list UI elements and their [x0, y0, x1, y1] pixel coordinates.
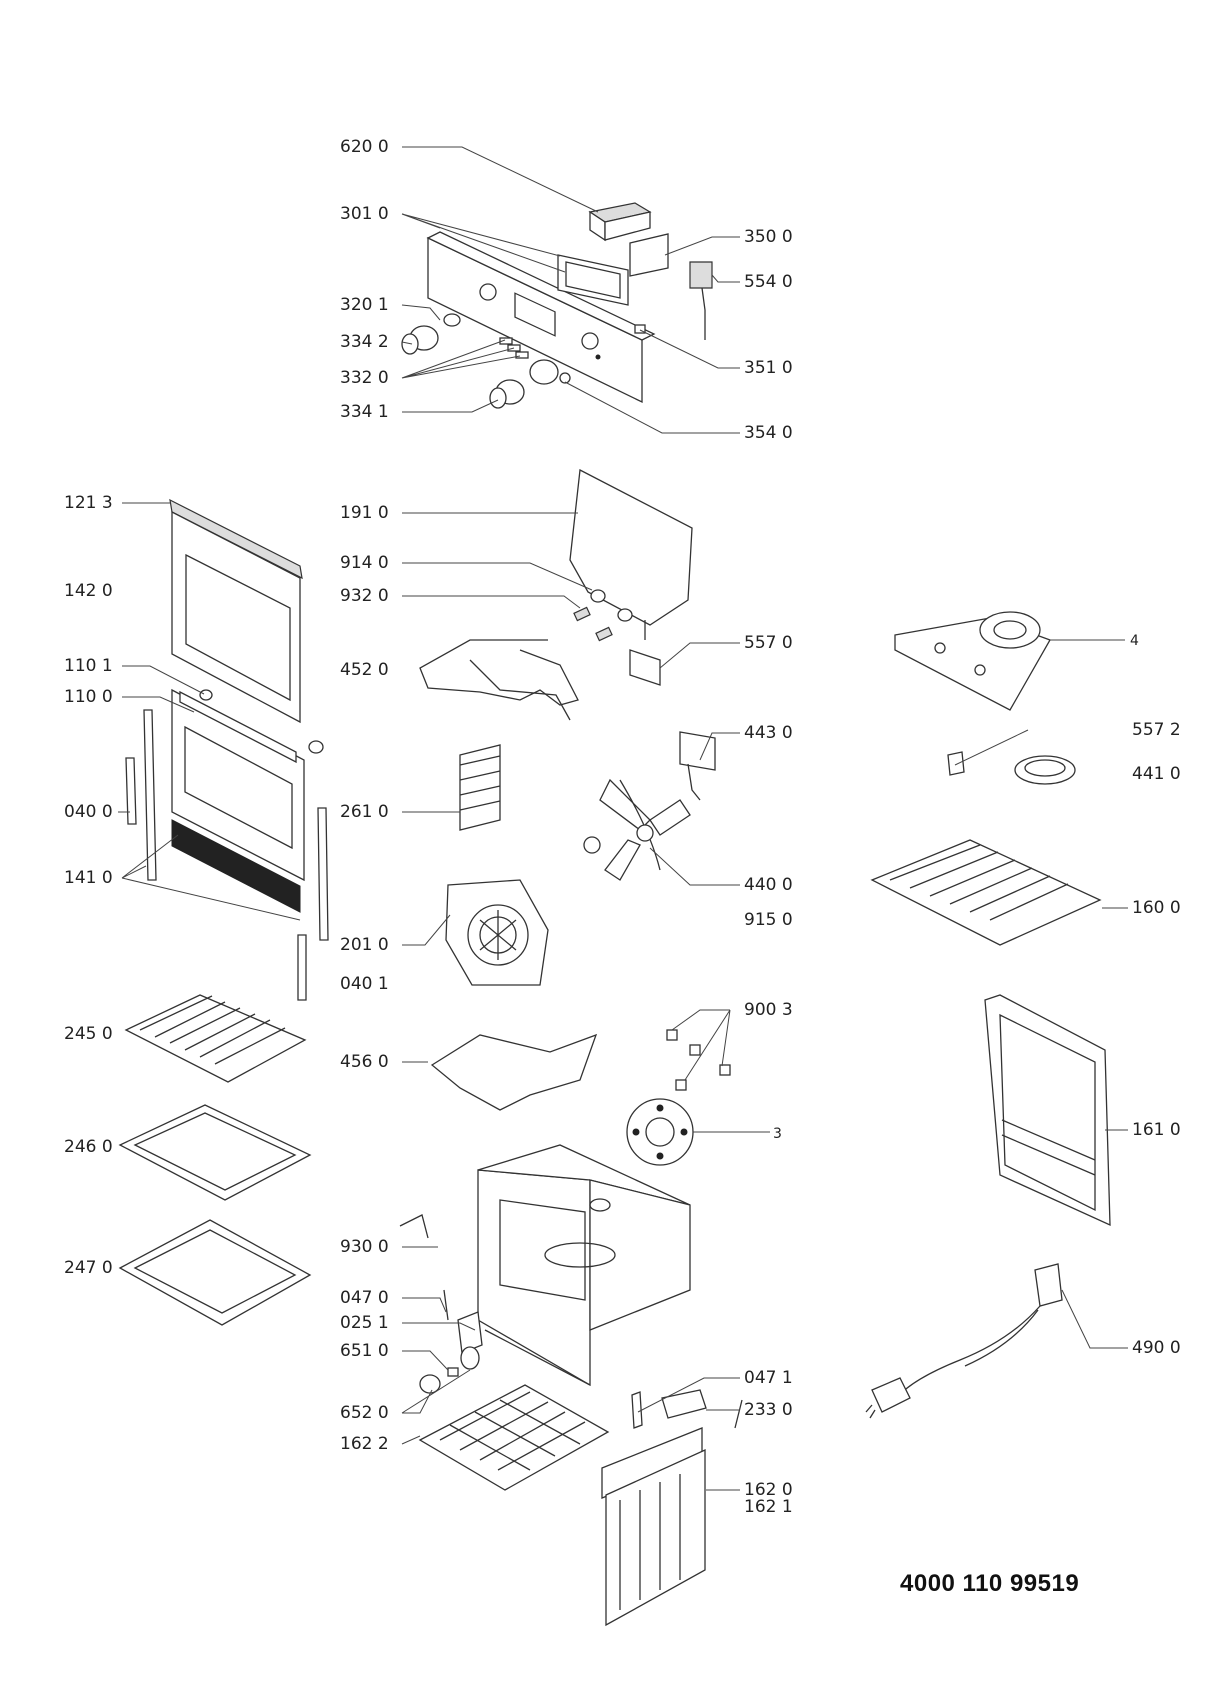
- part-label-320-1: 320 1: [340, 295, 389, 315]
- part-label-443-0: 443 0: [744, 723, 793, 743]
- part-label-900-3: 900 3: [744, 1000, 793, 1020]
- part-label-915-0: 915 0: [744, 910, 793, 930]
- part-label-930-0: 930 0: [340, 1237, 389, 1257]
- part-label-246-0: 246 0: [64, 1137, 113, 1157]
- lower-parts-drawing: [399, 1214, 743, 1627]
- trays-drawing: [118, 994, 312, 1326]
- part-label-040-0: 040 0: [64, 802, 113, 822]
- part-label-652-0: 652 0: [340, 1403, 389, 1423]
- part-label-3: 3: [773, 1126, 782, 1142]
- part-label-651-0: 651 0: [340, 1341, 389, 1361]
- document-number: 4000 110 99519: [900, 1570, 1080, 1597]
- part-label-354-0: 354 0: [744, 423, 793, 443]
- part-label-162-1: 162 1: [744, 1497, 793, 1517]
- part-label-047-0: 047 0: [340, 1288, 389, 1308]
- part-label-141-0: 141 0: [64, 868, 113, 888]
- part-label-620-0: 620 0: [340, 137, 389, 157]
- part-label-456-0: 456 0: [340, 1052, 389, 1072]
- part-label-4: 4: [1130, 633, 1139, 649]
- part-label-261-0: 261 0: [340, 802, 389, 822]
- right-column-drawing: [865, 611, 1111, 1419]
- part-label-452-0: 452 0: [340, 660, 389, 680]
- part-label-160-0: 160 0: [1132, 898, 1181, 918]
- part-label-191-0: 191 0: [340, 503, 389, 523]
- part-label-247-0: 247 0: [64, 1258, 113, 1278]
- part-label-334-2: 334 2: [340, 332, 389, 352]
- door-drawing: [125, 498, 329, 1001]
- part-label-914-0: 914 0: [340, 553, 389, 573]
- part-label-557-0: 557 0: [744, 633, 793, 653]
- part-label-440-0: 440 0: [744, 875, 793, 895]
- part-label-301-0: 301 0: [340, 204, 389, 224]
- part-label-490-0: 490 0: [1132, 1338, 1181, 1358]
- oven-inner-parts-drawing: [419, 468, 731, 1166]
- part-label-245-0: 245 0: [64, 1024, 113, 1044]
- part-label-110-1: 110 1: [64, 656, 113, 676]
- part-label-162-0: 162 0: [744, 1480, 793, 1500]
- part-label-162-2: 162 2: [340, 1434, 389, 1454]
- part-label-932-0: 932 0: [340, 586, 389, 606]
- part-label-351-0: 351 0: [744, 358, 793, 378]
- part-label-025-1: 025 1: [340, 1313, 389, 1333]
- part-label-334-1: 334 1: [340, 402, 389, 422]
- part-label-557-2: 557 2: [1132, 720, 1181, 740]
- part-label-233-0: 233 0: [744, 1400, 793, 1420]
- part-label-332-0: 332 0: [340, 368, 389, 388]
- part-label-350-0: 350 0: [744, 227, 793, 247]
- part-label-121-3: 121 3: [64, 493, 113, 513]
- part-label-201-0: 201 0: [340, 935, 389, 955]
- oven-cavity-drawing: [477, 1144, 691, 1387]
- control-panel-drawing: [401, 202, 713, 409]
- leader-lines: [118, 146, 1128, 1491]
- part-label-110-0: 110 0: [64, 687, 113, 707]
- part-label-441-0: 441 0: [1132, 764, 1181, 784]
- part-label-047-1: 047 1: [744, 1368, 793, 1388]
- part-label-142-0: 142 0: [64, 581, 113, 601]
- part-label-040-1: 040 1: [340, 974, 389, 994]
- part-label-161-0: 161 0: [1132, 1120, 1181, 1140]
- part-label-554-0: 554 0: [744, 272, 793, 292]
